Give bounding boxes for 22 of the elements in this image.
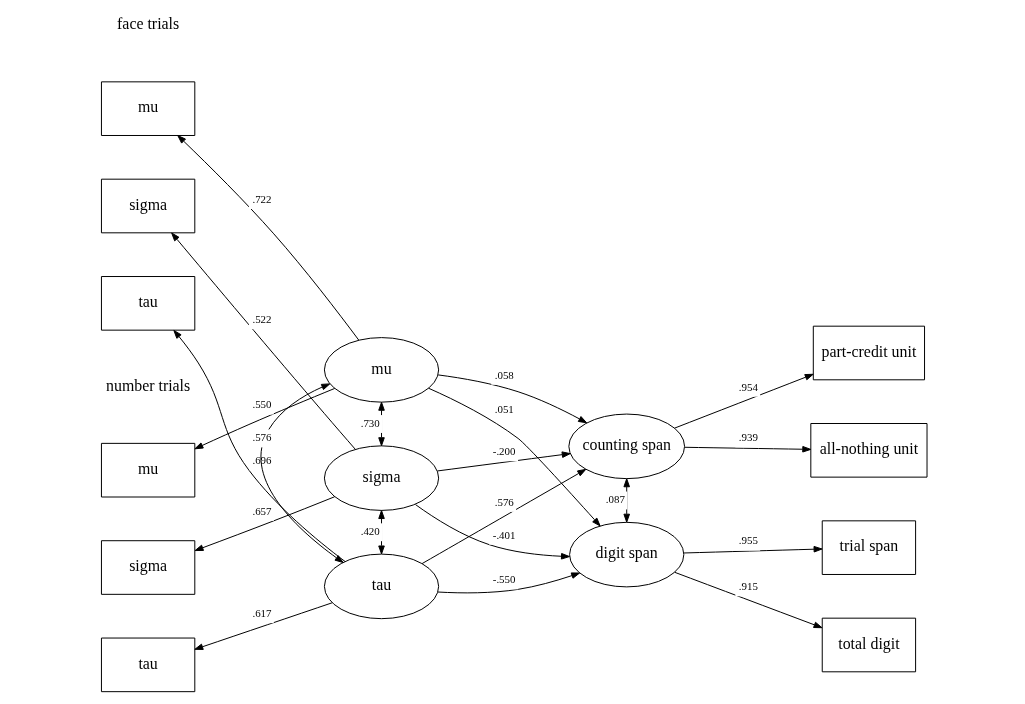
edge-label: .058 (494, 368, 514, 381)
edge-label: .550 (252, 398, 272, 411)
edge-label: -.550 (492, 573, 516, 586)
edge-label: .087 (605, 493, 625, 506)
edge-label: .939 (738, 431, 758, 444)
edge-label: .420 (360, 525, 380, 538)
edge-label: .617 (252, 606, 272, 619)
edge-label: .576 (494, 495, 514, 508)
edge-label: .522 (252, 313, 272, 325)
edge-label: .730 (360, 416, 380, 429)
label: face trials (117, 15, 180, 33)
label: number trials (106, 376, 191, 394)
edge-label: .915 (738, 580, 758, 593)
edge-label: .722 (252, 192, 272, 205)
edge-label: .657 (252, 504, 272, 517)
edge-label: .955 (738, 534, 758, 547)
edge-label: .576 (252, 431, 272, 444)
edge-label: .696 (252, 454, 272, 467)
edge-label: .051 (494, 403, 514, 416)
edge-label: .954 (738, 380, 758, 393)
edge-label: -.401 (492, 528, 516, 541)
edge-label: -.200 (492, 445, 516, 458)
